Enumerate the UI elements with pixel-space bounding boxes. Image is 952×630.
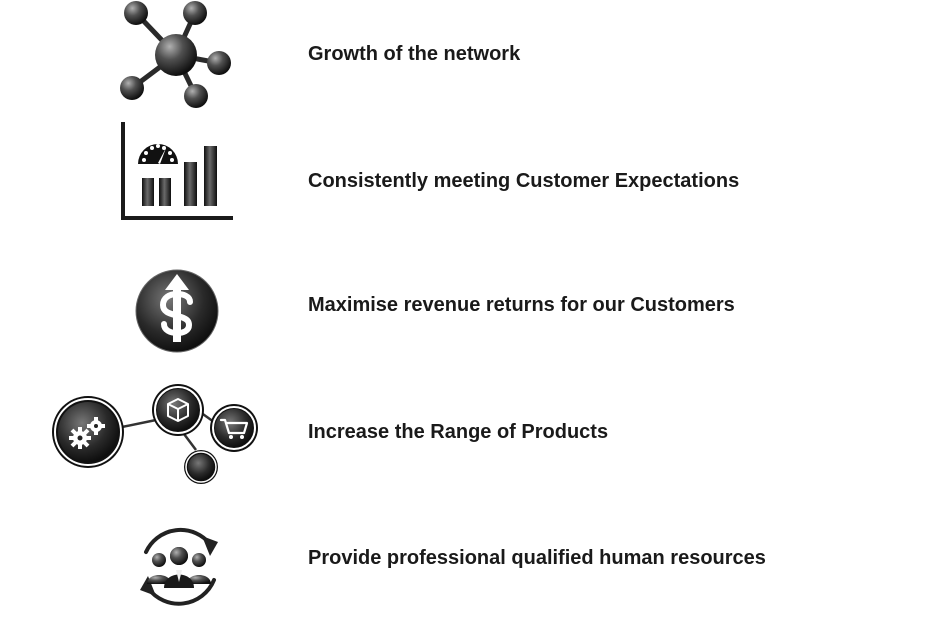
goal-text: Growth of the network [308, 43, 521, 65]
goal-item-products: Increase the Range of Products [0, 378, 952, 504]
goal-text: Increase the Range of Products [308, 421, 609, 443]
team-cycle-icon [132, 522, 226, 612]
network-icon [116, 0, 236, 112]
product-chain-icon [50, 382, 262, 486]
goal-text: Provide professional qualified human res… [308, 547, 766, 569]
goal-text: Maximise revenue returns for our Custome… [308, 294, 735, 316]
goal-item-human-resources: Provide professional qualified human res… [0, 504, 952, 630]
goal-item-customer-expectations: Consistently meeting Customer Expectatio… [0, 112, 952, 238]
goal-item-network: Growth of the network [0, 0, 952, 126]
goal-item-revenue: Maximise revenue returns for our Custome… [0, 252, 952, 378]
goal-text: Consistently meeting Customer Expectatio… [308, 170, 740, 192]
dollar-growth-icon [134, 268, 220, 354]
performance-chart-icon [118, 120, 236, 224]
